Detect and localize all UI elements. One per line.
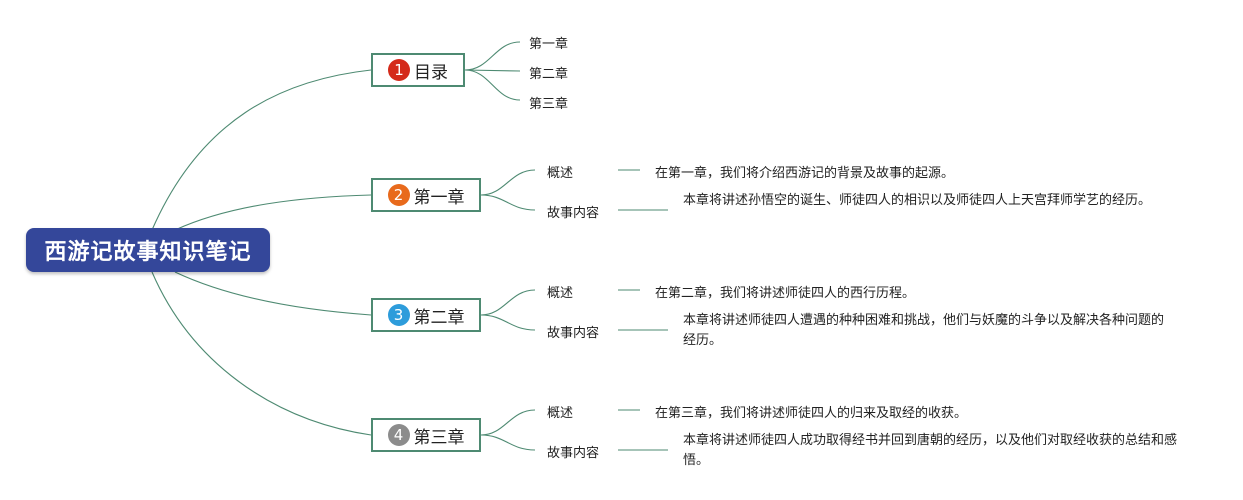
connector-root-ch2: [174, 271, 372, 316]
toc-item-2[interactable]: 第二章: [529, 67, 569, 82]
ch3-overview-text[interactable]: 在第三章，我们将讲述师徒四人的归来及取经的收获。: [655, 406, 968, 421]
branch-label: 第二章: [413, 307, 465, 328]
root-topic[interactable]: 西游记故事知识笔记: [26, 228, 270, 272]
connector-root-ch1: [174, 194, 372, 231]
number-2-icon: 2: [387, 184, 410, 206]
ch2-story-text[interactable]: 本章将讲述师徒四人遭遇的种种困难和挑战，他们与妖魔的斗争以及解决各种问题的经历。: [683, 313, 1165, 348]
ch1-story-text[interactable]: 本章将讲述孙悟空的诞生、师徒四人的相识以及师徒四人上天宫拜师学艺的经历。: [683, 193, 1152, 208]
connector-root-toc: [151, 69, 372, 231]
toc-item-1[interactable]: 第一章: [529, 37, 569, 52]
branch-toc[interactable]: 1 目录: [371, 53, 465, 87]
number-3-icon: 3: [387, 304, 410, 326]
branch-label: 目录: [414, 62, 448, 83]
ch2-story-label[interactable]: 故事内容: [547, 326, 600, 341]
connector-root-ch3: [151, 271, 372, 436]
ch2-overview-text[interactable]: 在第二章，我们将讲述师徒四人的西行历程。: [655, 286, 916, 301]
branch-label: 第三章: [413, 427, 465, 448]
branch-label: 第一章: [413, 187, 465, 208]
number-1-icon: 1: [388, 59, 410, 81]
ch2-overview-label[interactable]: 概述: [547, 286, 574, 301]
branch-chapter-2[interactable]: 3 第二章: [371, 298, 481, 332]
ch3-story-label[interactable]: 故事内容: [547, 446, 600, 461]
ch1-overview-label[interactable]: 概述: [547, 166, 574, 181]
branch-chapter-1[interactable]: 2 第一章: [371, 178, 481, 212]
ch1-overview-text[interactable]: 在第一章，我们将介绍西游记的背景及故事的起源。: [655, 166, 955, 181]
ch1-story-label[interactable]: 故事内容: [547, 206, 600, 221]
ch3-overview-label[interactable]: 概述: [547, 406, 574, 421]
root-title: 西游记故事知识笔记: [44, 240, 252, 265]
branch-chapter-3[interactable]: 4 第三章: [371, 418, 481, 452]
toc-item-3[interactable]: 第三章: [529, 97, 569, 112]
ch3-story-text[interactable]: 本章将讲述师徒四人成功取得经书并回到唐朝的经历，以及他们对取经收获的总结和感悟。: [683, 433, 1178, 468]
number-4-icon: 4: [387, 424, 410, 446]
